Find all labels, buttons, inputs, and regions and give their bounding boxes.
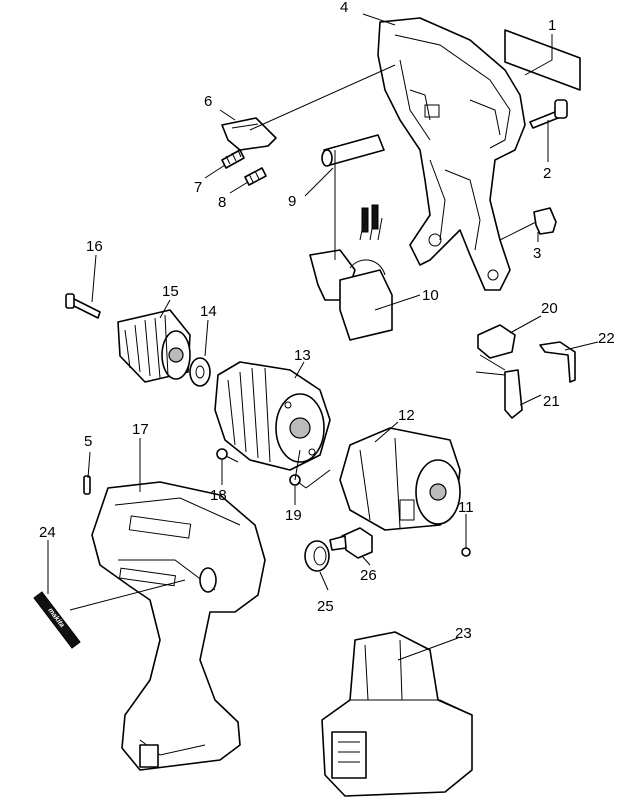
callout-9: 9 (288, 193, 296, 210)
callout-25: 25 (317, 598, 334, 615)
callout-7: 7 (194, 179, 202, 196)
housing-set-17 (91, 481, 266, 771)
callout-24: 24 (39, 524, 56, 541)
callout-19: 19 (285, 507, 302, 524)
callout-6: 6 (204, 93, 212, 110)
callout-20: 20 (541, 300, 558, 317)
callout-21: 21 (543, 393, 560, 410)
screw-2 (529, 99, 568, 129)
callout-18: 18 (210, 487, 227, 504)
label-plate-1 (504, 29, 581, 91)
brush-21 (504, 369, 523, 419)
callout-22: 22 (598, 330, 615, 347)
chuck-15 (117, 309, 191, 383)
spring-plate-22 (539, 341, 576, 383)
battery-23 (321, 631, 473, 797)
callout-8: 8 (218, 194, 226, 211)
lock-button-6 (221, 117, 277, 151)
callout-4: 4 (340, 0, 348, 16)
leader-lines (47, 13, 599, 661)
callout-15: 15 (162, 283, 179, 300)
pin-11 (461, 547, 471, 557)
callout-26: 26 (360, 567, 377, 584)
callout-16: 16 (86, 238, 103, 255)
callout-1: 1 (548, 17, 556, 34)
callout-10: 10 (422, 287, 439, 304)
switch-10 (309, 204, 393, 341)
callout-5: 5 (84, 433, 92, 450)
callout-14: 14 (200, 303, 217, 320)
callout-3: 3 (533, 245, 541, 262)
motor-12 (339, 427, 461, 531)
brush-cap-25 (304, 540, 330, 572)
gear-assembly-13 (214, 361, 331, 471)
brush-holder-26 (329, 527, 373, 559)
callout-17: 17 (132, 421, 149, 438)
cylinder-9 (321, 134, 385, 167)
spring-7 (221, 149, 245, 169)
screw-16 (65, 293, 101, 319)
screw-18 (216, 448, 239, 463)
callout-13: 13 (294, 347, 311, 364)
callout-23: 23 (455, 625, 472, 642)
callout-11: 11 (458, 499, 474, 516)
housing-half-4 (377, 17, 526, 291)
clip-3 (533, 207, 557, 235)
callout-labels: 1 2 3 4 5 6 7 8 9 10 11 12 13 14 15 16 1… (39, 0, 615, 642)
screw-19 (289, 474, 307, 489)
nameplate-24: makita (33, 591, 81, 649)
pin-5 (83, 475, 91, 495)
callout-12: 12 (398, 407, 415, 424)
brush-holder-20 (477, 324, 516, 359)
ring-14 (189, 357, 211, 387)
callout-2: 2 (543, 165, 551, 182)
